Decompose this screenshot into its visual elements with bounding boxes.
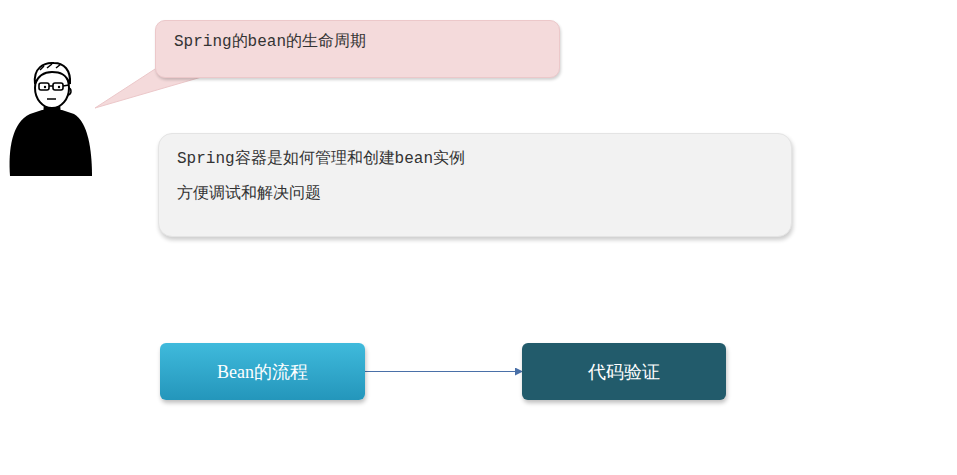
note-box: Spring容器是如何管理和创建bean实例方便调试和解决问题 [158,133,792,237]
node-text: Spring容器是如何管理和创建bean实例 [177,148,773,169]
person-figure [10,63,92,176]
node-text: Bean的流程 [217,360,308,384]
node-text: Spring的bean的生命周期 [174,31,541,52]
process-box: 代码验证 [522,343,726,400]
node-text: 代码验证 [588,360,660,384]
process-box: Bean的流程 [160,343,365,400]
arrow-connector [365,371,522,372]
node-text: 方便调试和解决问题 [177,183,773,204]
speech-bubble: Spring的bean的生命周期 [155,20,560,78]
